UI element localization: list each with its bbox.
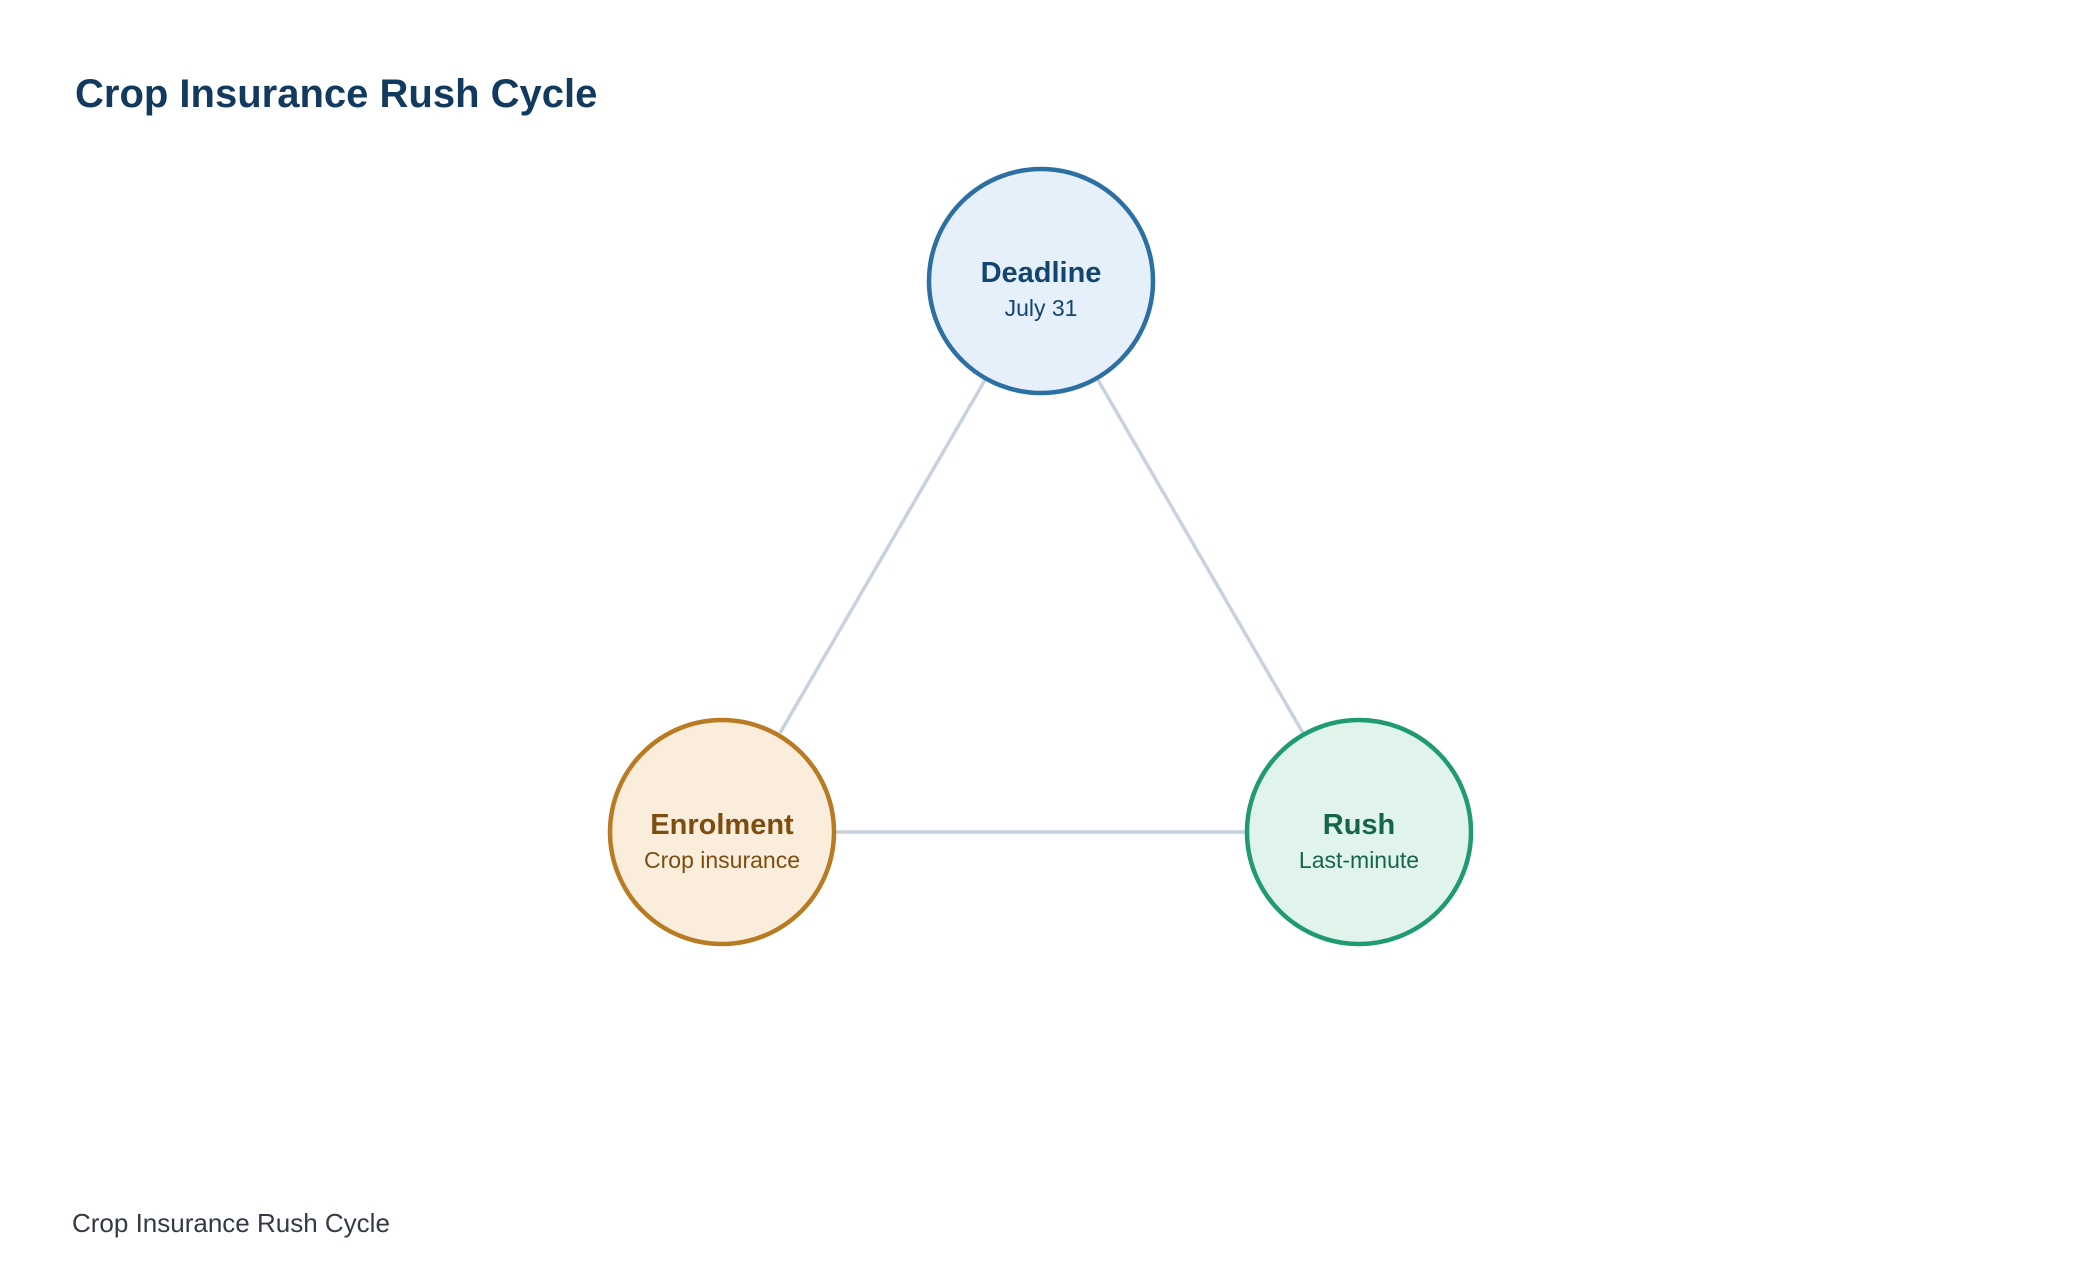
- node-deadline-subtitle: July 31: [1005, 295, 1078, 321]
- node-deadline-circle: [926, 166, 1156, 396]
- node-enrolment-circle: [607, 717, 837, 947]
- page-title: Crop Insurance Rush Cycle: [75, 72, 598, 116]
- node-rush-title: Rush: [1323, 809, 1396, 841]
- node-rush: Rush Last-minute: [1244, 717, 1474, 947]
- node-deadline-title: Deadline: [981, 257, 1102, 289]
- footer-caption: Crop Insurance Rush Cycle: [72, 1208, 390, 1238]
- node-enrolment-title: Enrolment: [650, 809, 794, 841]
- node-rush-circle: [1244, 717, 1474, 947]
- edge-deadline-enrolment: [778, 379, 987, 734]
- node-deadline: Deadline July 31: [926, 166, 1156, 396]
- node-enrolment: Enrolment Crop insurance: [607, 717, 837, 947]
- edge-deadline-rush: [1096, 379, 1305, 734]
- node-enrolment-subtitle: Crop insurance: [644, 847, 800, 873]
- node-rush-subtitle: Last-minute: [1299, 847, 1419, 873]
